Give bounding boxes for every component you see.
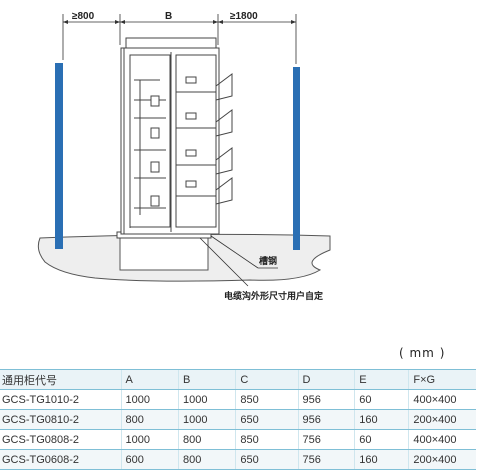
cell-code: GCS-TG0808-2 <box>0 429 122 450</box>
cell-c: 650 <box>235 409 299 430</box>
cell-e: 60 <box>354 389 409 410</box>
cell-a: 800 <box>120 409 179 430</box>
cell-e: 160 <box>354 409 409 430</box>
left-wall <box>55 63 63 249</box>
table-header-row: 通用柜代号 A B C D E F×G <box>0 369 476 390</box>
cell-fxg: 200×400 <box>408 409 476 430</box>
cable-trench-label: 电缆沟外形尺寸用户自定 <box>224 290 324 302</box>
cell-fxg: 200×400 <box>408 449 476 470</box>
right-wall <box>293 67 300 250</box>
channel-steel-label: 槽钢 <box>259 255 277 267</box>
cell-a: 1000 <box>120 429 179 450</box>
header-c: C <box>235 369 299 390</box>
dimension-top-label: B <box>165 11 172 22</box>
header-e: E <box>354 369 409 390</box>
cell-b: 800 <box>177 429 236 450</box>
cell-e: 60 <box>354 429 409 450</box>
cell-e: 160 <box>354 449 409 470</box>
table-row: GCS-TG0608-2 600 800 650 756 160 200×400 <box>0 449 476 470</box>
switchgear-cabinet <box>120 37 233 235</box>
cell-a: 600 <box>120 449 179 470</box>
cell-b: 1000 <box>177 409 236 430</box>
cell-d: 956 <box>297 409 355 430</box>
table-row: GCS-TG0808-2 1000 800 850 756 60 400×400 <box>0 429 476 450</box>
cell-a: 1000 <box>120 389 179 410</box>
cell-d: 756 <box>297 449 355 470</box>
cell-b: 800 <box>177 449 236 470</box>
cell-c: 850 <box>235 389 299 410</box>
unit-label: ( mm ) <box>399 346 446 360</box>
header-fxg: F×G <box>408 369 476 390</box>
header-b: B <box>177 369 236 390</box>
cabinet-installation-diagram: ≥800 B ≥1800 <box>37 11 331 302</box>
table-row: GCS-TG1010-2 1000 1000 850 956 60 400×40… <box>0 389 476 410</box>
spec-table: 通用柜代号 A B C D E F×G GCS-TG1010-2 1000 10… <box>0 369 476 470</box>
dimension-right-label: ≥1800 <box>230 11 258 22</box>
cell-code: GCS-TG1010-2 <box>0 389 122 410</box>
cable-trench <box>119 237 209 271</box>
cell-d: 956 <box>297 389 355 410</box>
cell-code: GCS-TG0608-2 <box>0 449 122 470</box>
header-a: A <box>120 369 179 390</box>
table-row: GCS-TG0810-2 800 1000 650 956 160 200×40… <box>0 409 476 430</box>
cell-code: GCS-TG0810-2 <box>0 409 122 430</box>
header-d: D <box>297 369 355 390</box>
cell-c: 650 <box>235 449 299 470</box>
header-cabinet-code: 通用柜代号 <box>0 369 122 390</box>
cell-d: 756 <box>297 429 355 450</box>
cell-fxg: 400×400 <box>408 389 476 410</box>
cell-b: 1000 <box>177 389 236 410</box>
cell-c: 850 <box>235 429 299 450</box>
cell-fxg: 400×400 <box>408 429 476 450</box>
dimension-left-label: ≥800 <box>72 11 95 22</box>
